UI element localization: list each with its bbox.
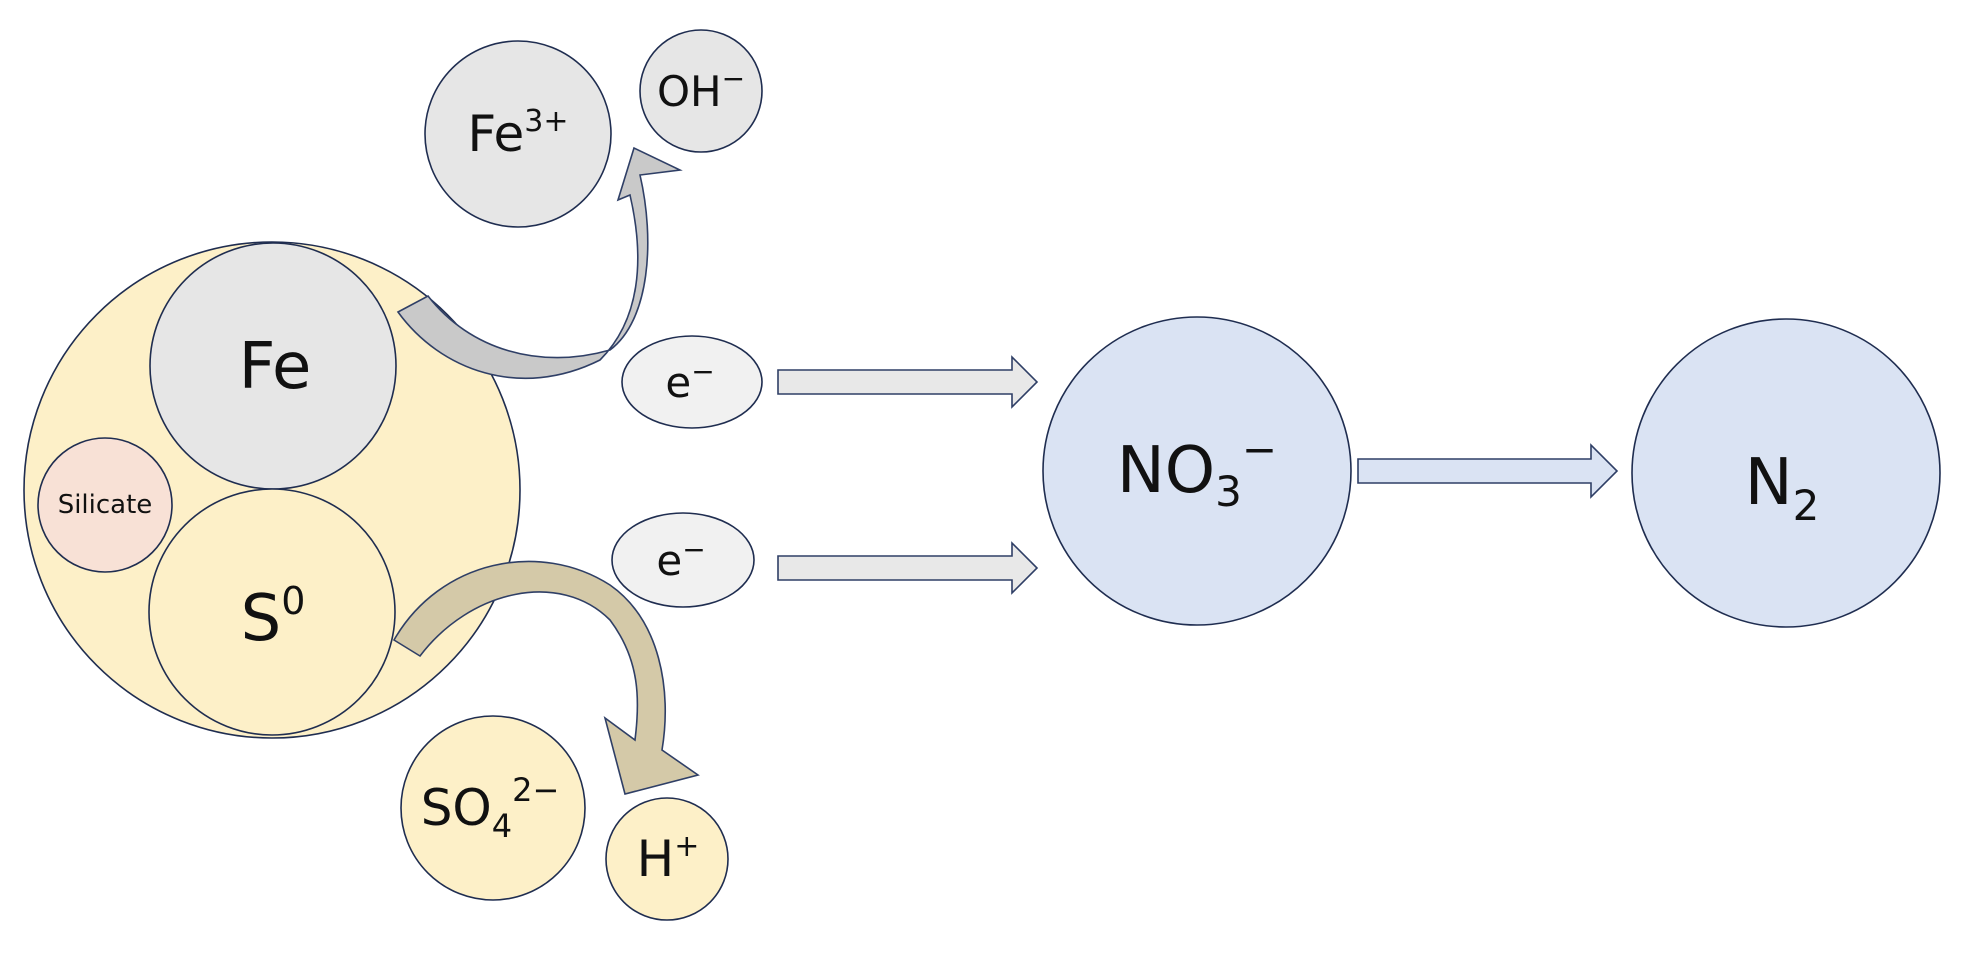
oh-label: OH− bbox=[657, 62, 745, 116]
sulfur-oxidation-arrow bbox=[392, 560, 700, 795]
n2-circle bbox=[1631, 318, 1941, 628]
fe3-label: Fe3+ bbox=[467, 104, 568, 163]
no3-circle bbox=[1042, 316, 1352, 626]
h-circle bbox=[605, 797, 729, 921]
h-label: H+ bbox=[637, 829, 700, 888]
so4-circle bbox=[400, 715, 586, 901]
s0-circle bbox=[148, 488, 396, 736]
oh-circle bbox=[639, 29, 763, 153]
fe-label: Fe bbox=[239, 330, 312, 404]
arrow-bottom-to-no3 bbox=[777, 541, 1039, 595]
silicate-circle bbox=[37, 437, 173, 573]
silicate-label: Silicate bbox=[58, 490, 153, 520]
s0-label: S0 bbox=[241, 579, 306, 656]
electron-bottom-ellipse bbox=[611, 512, 755, 608]
electron-top-ellipse bbox=[621, 335, 763, 429]
electron-top-label: e− bbox=[665, 355, 714, 407]
electron-bottom-label: e− bbox=[656, 533, 705, 585]
iron-oxidation-arrow bbox=[396, 146, 683, 380]
arrow-no3-to-n2 bbox=[1357, 443, 1619, 499]
fe3-circle bbox=[424, 40, 612, 228]
no3-label: NO3− bbox=[1117, 425, 1277, 516]
so4-label: SO42− bbox=[421, 771, 560, 845]
arrow-top-to-no3 bbox=[777, 355, 1039, 409]
n2-label: N2 bbox=[1745, 446, 1820, 530]
